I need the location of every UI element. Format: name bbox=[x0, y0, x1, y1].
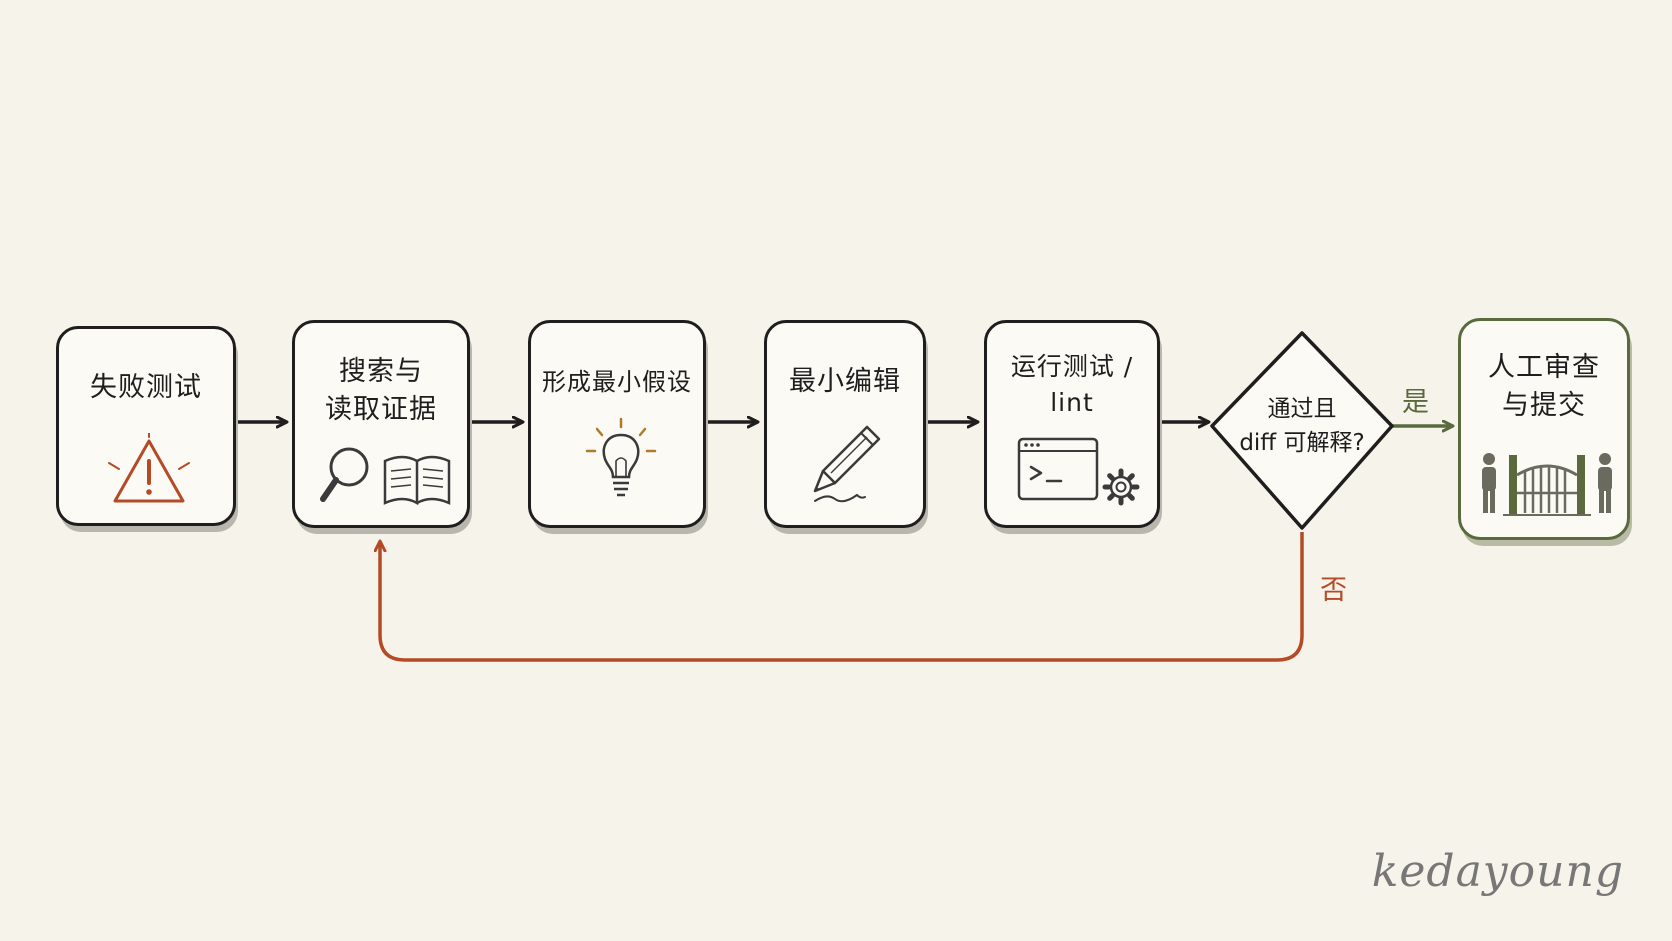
step-label-line-1: 搜索与 bbox=[339, 356, 423, 387]
step-minimal-hypothesis: 形成最小假设 bbox=[528, 320, 706, 528]
step-search-read-evidence: 搜索与 读取证据 bbox=[292, 320, 470, 528]
step-human-review-commit: 人工审查 与提交 bbox=[1458, 318, 1630, 540]
step-minimal-edit: 最小编辑 bbox=[764, 320, 926, 528]
step-label-line-1: 运行测试 / bbox=[1010, 352, 1134, 381]
step-failing-test: 失败测试 bbox=[56, 326, 236, 526]
decision-diamond bbox=[1210, 331, 1394, 530]
step-label: 形成最小假设 bbox=[542, 368, 692, 396]
lightbulb-icon bbox=[585, 417, 657, 497]
step-run-tests-lint: 运行测试 / lint bbox=[984, 320, 1160, 528]
decision-label: 通过且 diff 可解释? bbox=[1212, 392, 1392, 460]
magnifier-book-icon bbox=[320, 447, 451, 506]
signature: kedayoung bbox=[1371, 846, 1624, 897]
step-label: 最小编辑 bbox=[789, 366, 901, 397]
step-label-line-2: 读取证据 bbox=[325, 394, 437, 425]
final-label-line-1: 人工审查 bbox=[1488, 352, 1600, 383]
final-label-line-2: 与提交 bbox=[1502, 390, 1586, 421]
decision-label-line-1: 通过且 bbox=[1267, 396, 1337, 422]
step-label-line-2: lint bbox=[1050, 388, 1094, 417]
no-label: 否 bbox=[1320, 575, 1347, 606]
step-label: 失败测试 bbox=[90, 372, 202, 403]
terminal-gear-icon bbox=[1017, 437, 1140, 506]
pencil-icon bbox=[813, 425, 881, 503]
gate-people-icon bbox=[1482, 453, 1612, 516]
yes-label: 是 bbox=[1402, 387, 1429, 418]
arrow-no-loop bbox=[380, 532, 1304, 662]
warning-icon bbox=[108, 433, 190, 503]
decision-label-line-2: diff 可解释? bbox=[1239, 430, 1365, 456]
